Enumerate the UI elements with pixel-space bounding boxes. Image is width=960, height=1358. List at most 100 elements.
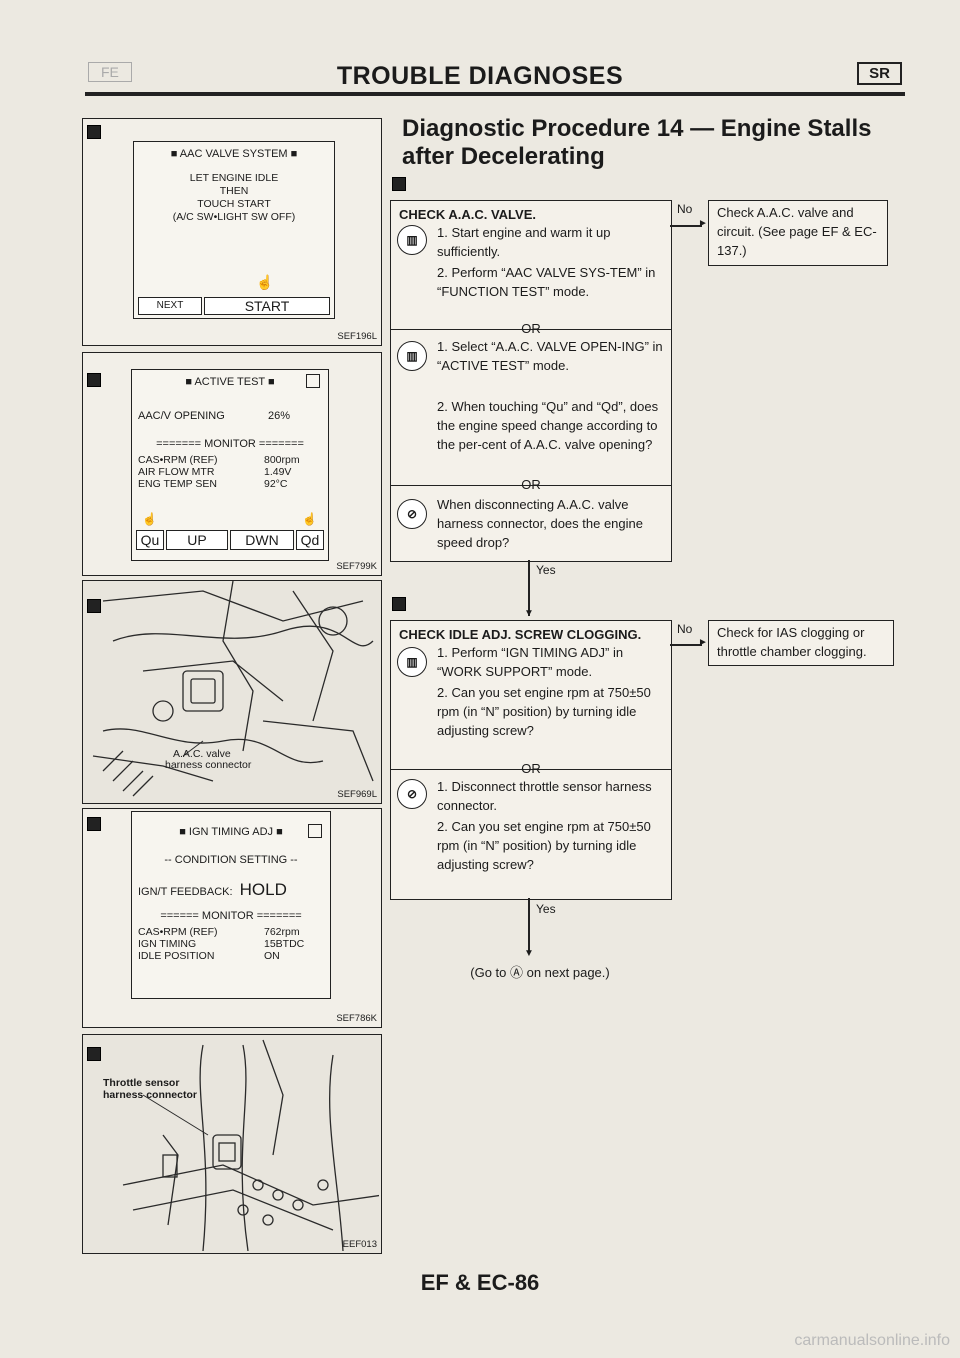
consult-tool-icon: ▥ xyxy=(397,225,427,255)
condition-setting: -- CONDITION SETTING -- xyxy=(164,854,298,866)
box-heading: CHECK IDLE ADJ. SCREW CLOGGING. xyxy=(399,627,642,642)
throttle-sensor-label: Throttle sensor harness connector xyxy=(103,1077,197,1101)
no-label: No xyxy=(677,622,693,636)
consult-tool-icon: ▥ xyxy=(397,341,427,371)
next-button[interactable]: NEXT xyxy=(138,297,202,315)
ghost-section-tag: FE xyxy=(88,62,132,82)
checkbox-icon[interactable] xyxy=(308,824,322,838)
page-number: EF & EC-86 xyxy=(420,1270,540,1295)
no-arrow-line xyxy=(670,644,702,646)
step-marker xyxy=(87,373,101,387)
or-separator: OR xyxy=(391,319,671,338)
aac-valve-label: A.A.C. valve harness connector xyxy=(165,749,251,771)
step-text: When disconnecting A.A.C. valve harness … xyxy=(437,497,643,550)
label-line: A.A.C. valve xyxy=(173,748,231,760)
procedure-title: Diagnostic Procedure 14 — Engine Stalls … xyxy=(402,115,872,170)
screen-line: THEN xyxy=(219,185,249,197)
panel-ign-timing-adj: ■ IGN TIMING ADJ ■ -- CONDITION SETTING … xyxy=(82,808,382,1028)
result-box-aac: Check A.A.C. valve and circuit. (See pag… xyxy=(708,200,888,266)
monitor-value: 800rpm xyxy=(264,454,300,466)
screen-title: ACTIVE TEST xyxy=(194,376,265,388)
figure-ref: EEF013 xyxy=(342,1239,377,1250)
engine-bay-illustration xyxy=(92,581,374,797)
monitor-row: AIR FLOW MTR 1.49V xyxy=(138,466,324,478)
monitor-label: IDLE POSITION xyxy=(138,950,215,962)
hand-icon: ☝ xyxy=(256,274,274,290)
panel-active-test: ■ ACTIVE TEST ■ AAC/V OPENING 26% ======… xyxy=(82,352,382,576)
goto-next-page: (Go to Ⓐ on next page.) xyxy=(470,965,610,980)
monitor-row: CAS•RPM (REF) 762rpm xyxy=(138,926,324,938)
step-text: 2. Can you set engine rpm at 750±50 rpm … xyxy=(437,685,651,738)
label-line: harness connector xyxy=(165,759,252,771)
yes-label: Yes xyxy=(536,902,556,916)
or-separator: OR xyxy=(391,759,671,778)
screen-title: IGN TIMING ADJ xyxy=(188,826,274,838)
up-button[interactable]: UP xyxy=(166,530,228,550)
dwn-button[interactable]: DWN xyxy=(230,530,294,550)
step-text: 1. Start engine and warm it up sufficien… xyxy=(437,225,611,259)
consult-tool-icon: ▥ xyxy=(397,647,427,677)
arrow-head-icon: ► xyxy=(698,218,708,229)
monitor-row: CAS•RPM (REF) 800rpm xyxy=(138,454,324,466)
screen-line: LET ENGINE IDLE xyxy=(189,172,279,184)
step-marker xyxy=(87,817,101,831)
no-tools-icon: ⊘ xyxy=(397,499,427,529)
step-marker xyxy=(392,597,406,611)
or-separator: OR xyxy=(391,475,671,494)
monitor-label: CAS•RPM (REF) xyxy=(138,926,218,938)
qu-button[interactable]: Qu xyxy=(136,530,164,550)
no-label: No xyxy=(677,202,693,216)
monitor-value: 762rpm xyxy=(264,926,300,938)
monitor-value: 92°C xyxy=(264,478,288,490)
label-line: harness connector xyxy=(103,1089,197,1101)
panel-aac-valve-system: ■ AAC VALVE SYSTEM ■ LET ENGINE IDLE THE… xyxy=(82,118,382,346)
hand-icon: ☝ xyxy=(302,512,317,526)
throttle-body-illustration xyxy=(122,1039,379,1251)
monitor-value: 1.49V xyxy=(264,466,292,478)
step-text: 1. Perform “IGN TIMING ADJ” in “WORK SUP… xyxy=(437,645,624,679)
arrow-down-icon: ▼ xyxy=(524,608,534,619)
yes-arrow-line xyxy=(528,898,530,954)
check-idle-adj-screw-box: CHECK IDLE ADJ. SCREW CLOGGING. ▥ 1. Per… xyxy=(390,620,672,900)
monitor-divider: ======= MONITOR ======= xyxy=(156,438,304,450)
arrow-head-icon: ► xyxy=(698,637,708,648)
no-tools-icon: ⊘ xyxy=(397,779,427,809)
figure-ref: SEF799K xyxy=(336,561,377,572)
qd-button[interactable]: Qd xyxy=(296,530,324,550)
step-marker xyxy=(87,125,101,139)
start-button[interactable]: START xyxy=(204,297,330,315)
monitor-label: CAS•RPM (REF) xyxy=(138,454,218,466)
step-marker xyxy=(87,599,101,613)
opening-label: AAC/V OPENING xyxy=(138,410,225,422)
feedback-label: IGN/T FEEDBACK: xyxy=(138,886,233,898)
screen-title-row: ■ AAC VALVE SYSTEM ■ xyxy=(170,148,298,160)
watermark: carmanualsonline.info xyxy=(794,1332,950,1349)
step-text: 1. Select “A.A.C. VALVE OPEN-ING” in “AC… xyxy=(437,339,663,373)
panel-aac-valve-drawing: A.A.C. valve harness connector SEF969L xyxy=(82,580,382,804)
yes-label: Yes xyxy=(536,563,556,577)
no-arrow-line xyxy=(670,225,702,227)
step-text: 2. When touching “Qu” and “Qd”, does the… xyxy=(437,399,659,452)
yes-arrow-line xyxy=(528,560,530,616)
step-text: 1. Disconnect throttle sensor harness co… xyxy=(437,779,652,813)
screen-title: AAC VALVE SYSTEM xyxy=(179,148,288,160)
screen-line: TOUCH START xyxy=(197,198,271,210)
header-rule xyxy=(85,92,905,96)
section-tag: SR xyxy=(857,62,902,85)
screen-title-row: ■ IGN TIMING ADJ ■ xyxy=(179,826,283,838)
checkbox-icon[interactable] xyxy=(306,374,320,388)
monitor-label: IGN TIMING xyxy=(138,938,197,950)
monitor-row: ENG TEMP SEN 92°C xyxy=(138,478,324,490)
consult-screen: ■ ACTIVE TEST ■ AAC/V OPENING 26% ======… xyxy=(131,369,329,561)
monitor-label: ENG TEMP SEN xyxy=(138,478,217,490)
screen-instructions: LET ENGINE IDLE THEN TOUCH START (A/C SW… xyxy=(134,172,334,224)
step-text: 2. Perform “AAC VALVE SYS-TEM” in “FUNCT… xyxy=(437,265,656,299)
monitor-label: AIR FLOW MTR xyxy=(138,466,215,478)
step-marker xyxy=(392,177,406,191)
opening-value: 26% xyxy=(268,410,291,422)
screen-title-row: ■ ACTIVE TEST ■ xyxy=(185,376,275,388)
check-aac-valve-box: CHECK A.A.C. VALVE. ▥ 1. Start engine an… xyxy=(390,200,672,562)
step-text: 2. Can you set engine rpm at 750±50 rpm … xyxy=(437,819,651,872)
